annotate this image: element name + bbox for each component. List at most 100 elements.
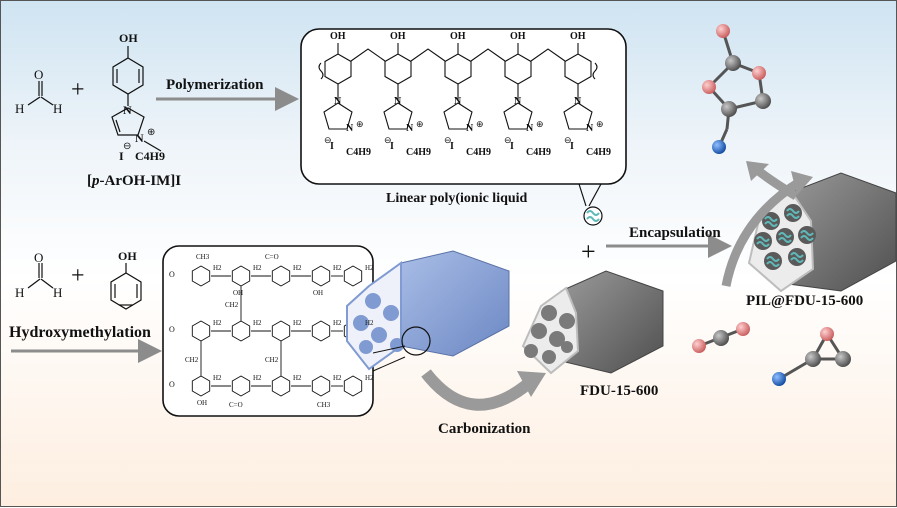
atom-label: CH3 xyxy=(196,253,210,261)
charge-plus: ⊕ xyxy=(147,127,156,138)
atom-label: N xyxy=(394,96,402,107)
atom-label: OH xyxy=(330,31,346,42)
atom-oh: OH xyxy=(119,31,138,45)
atom-label: N xyxy=(526,123,534,134)
butyl-label: C4H9 xyxy=(135,149,165,163)
atom-label: ⊕ xyxy=(596,119,604,129)
atom-label: N xyxy=(346,123,354,134)
atom-label: ⊕ xyxy=(536,119,544,129)
silica-template-rod xyxy=(346,250,510,371)
plus-sign: + xyxy=(71,263,85,289)
resin-network xyxy=(191,265,363,397)
atom-label: CH2 xyxy=(225,301,239,309)
carbonization-arrow xyxy=(421,369,533,411)
pil-fdu-label: PIL@FDU-15-600 xyxy=(746,293,864,309)
atom-label: C4H9 xyxy=(406,147,431,158)
atom-label: CH2 xyxy=(185,356,199,364)
atom-label: H2 xyxy=(213,264,222,272)
encapsulation-label: Encapsulation xyxy=(629,225,721,241)
atom-label: H2 xyxy=(253,374,262,382)
atom-label: OH xyxy=(390,31,406,42)
atom-label: I xyxy=(330,141,334,152)
atom-h: H xyxy=(15,285,25,300)
atom-label: H2 xyxy=(293,374,302,382)
atom-label: H2 xyxy=(213,319,222,327)
atom-n: N xyxy=(123,103,132,117)
atom-label: C4H9 xyxy=(586,147,611,158)
atom-label: ⊖ xyxy=(324,135,332,145)
hydroxymethylation-label: Hydroxymethylation xyxy=(9,324,151,341)
atom-label: C=O xyxy=(265,253,279,261)
atom-label: H2 xyxy=(213,374,222,382)
atom-label: I xyxy=(450,141,454,152)
pil-zoom-circle xyxy=(583,206,603,226)
formaldehyde-top xyxy=(27,81,54,106)
phenol-structure xyxy=(110,263,142,310)
atom-label: ⊖ xyxy=(504,135,512,145)
atom-label: ⊖ xyxy=(384,135,392,145)
linear-pil-label: Linear poly(ionic liquid xyxy=(386,191,528,206)
atom-label: N xyxy=(586,123,594,134)
atom-label: ⊕ xyxy=(476,119,484,129)
atom-label: ⊖ xyxy=(564,135,572,145)
plus-sign: + xyxy=(71,77,85,103)
atom-o: O xyxy=(34,67,44,82)
atom-n: N xyxy=(135,131,144,145)
atom-label: H2 xyxy=(293,264,302,272)
atom-label: I xyxy=(510,141,514,152)
atom-label: OH xyxy=(233,289,244,297)
atom-label: H2 xyxy=(253,319,262,327)
carbonization-label: Carbonization xyxy=(438,421,531,437)
atom-label: H2 xyxy=(365,319,374,327)
atom-label: H2 xyxy=(333,264,342,272)
atom-label: H2 xyxy=(333,374,342,382)
atom-label: ⊕ xyxy=(356,119,364,129)
atom-label: H2 xyxy=(293,319,302,327)
atom-label: N xyxy=(454,96,462,107)
atom-h: H xyxy=(53,101,63,116)
atom-label: ⊖ xyxy=(444,135,452,145)
atom-iodide: I xyxy=(119,149,124,163)
pil-repeat-units xyxy=(318,43,598,130)
fdu-carbon-rod xyxy=(521,270,664,375)
atom-label: N xyxy=(466,123,474,134)
atom-label: N xyxy=(334,96,342,107)
fdu-label: FDU-15-600 xyxy=(580,383,659,399)
atom-label: N xyxy=(574,96,582,107)
atom-label: OH xyxy=(570,31,586,42)
atom-label: I xyxy=(390,141,394,152)
atom-label: C4H9 xyxy=(526,147,551,158)
atom-label: CH2 xyxy=(265,356,279,364)
pil-filled-pores xyxy=(754,204,816,270)
polymerization-label: Polymerization xyxy=(166,77,264,93)
atom-label: CH3 xyxy=(317,401,331,409)
pil-fdu-rod xyxy=(747,172,897,293)
atom-label: C4H9 xyxy=(346,147,371,158)
plus-sign: + xyxy=(581,237,596,266)
atom-label: N xyxy=(514,96,522,107)
atom-label: C=O xyxy=(229,401,243,409)
atom-h: H xyxy=(53,285,63,300)
atom-label: OH xyxy=(197,399,208,407)
formaldehyde-bottom xyxy=(27,263,54,289)
cyclic-carbonate-molecule xyxy=(707,30,765,148)
atom-label: O xyxy=(169,270,175,279)
atom-label: C4H9 xyxy=(466,147,491,158)
atom-label: H2 xyxy=(253,264,262,272)
atom-label: H2 xyxy=(365,374,374,382)
atom-label: O xyxy=(169,380,175,389)
atom-oh: OH xyxy=(118,249,137,263)
atom-label: O xyxy=(169,325,175,334)
atom-label: OH xyxy=(313,289,324,297)
atom-label: OH xyxy=(450,31,466,42)
atom-o: O xyxy=(34,250,44,265)
charge-minus: ⊖ xyxy=(123,141,132,152)
atom-label: H2 xyxy=(333,319,342,327)
atom-label: H2 xyxy=(365,264,374,272)
monomer-structure xyxy=(111,46,162,152)
atom-h: H xyxy=(15,101,25,116)
monomer-label: [p-ArOH-IM]I xyxy=(87,173,182,189)
atom-label: N xyxy=(406,123,414,134)
atom-label: ⊕ xyxy=(416,119,424,129)
